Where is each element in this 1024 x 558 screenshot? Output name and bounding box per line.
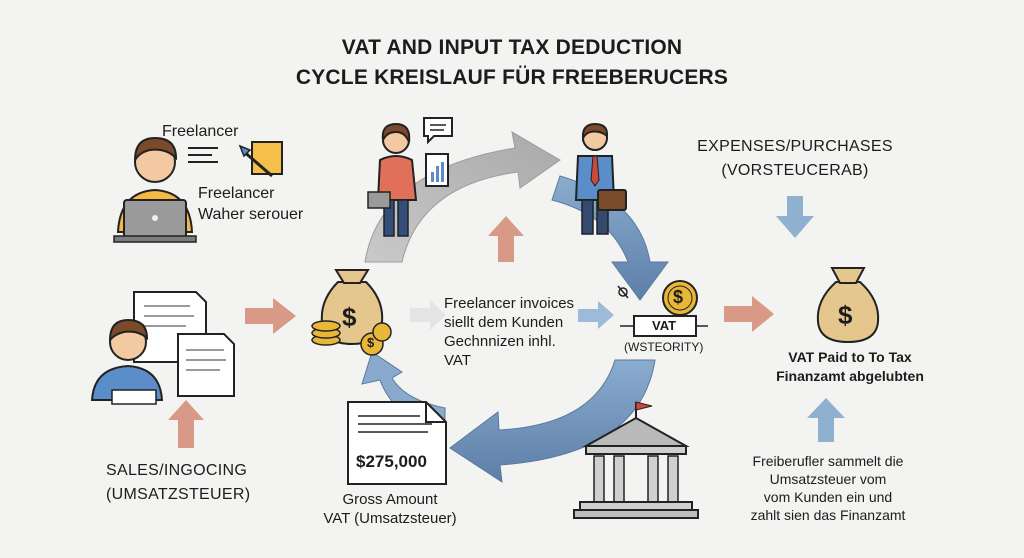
arrow-up-sales <box>168 400 204 448</box>
bag-dollar-sign: $ <box>342 302 357 332</box>
finanzamt-building-icon <box>573 401 699 519</box>
cycle-arrow-bottom <box>449 359 656 484</box>
invoice-caption-1: Gross Amount <box>342 491 438 508</box>
diagram-title-line2: CYCLE KREISLAUF FÜR FREEBERUCERS <box>295 66 729 89</box>
collect-note-line4: zahlt sien das Finanzamt <box>750 507 906 523</box>
tax-bag-dollar-sign: $ <box>838 300 853 330</box>
collect-note-line3: vom Kunden ein und <box>763 489 893 505</box>
arrow-up-center <box>488 216 524 262</box>
vat-box-label: VAT <box>652 318 677 333</box>
expenses-label-line2: (VORSTEUCERAB) <box>721 162 869 179</box>
arrow-up-taxbag <box>807 398 845 442</box>
freelancer-writing-figure <box>90 318 164 405</box>
coin-small-dollar-sign: $ <box>367 335 375 350</box>
vat-box-shape <box>620 315 708 337</box>
diagram-title-line1: VAT AND INPUT TAX DEDUCTION <box>341 36 683 59</box>
center-text-line4: VAT <box>444 352 471 369</box>
vat-coin-icon <box>662 280 698 316</box>
sales-label-line2: (UMSATZSTEUER) <box>106 486 251 503</box>
businessman-figure <box>574 122 627 235</box>
coin-dollar-sign: $ <box>673 287 684 307</box>
freelancer-laptop-figure <box>113 136 197 243</box>
center-text-line3: Gechnnizen inhl. <box>444 333 556 350</box>
tax-paid-label-line1: VAT Paid to To Tax <box>788 349 912 365</box>
design-tools-icon <box>238 141 283 178</box>
arrow-down-expenses <box>776 196 814 238</box>
freelancer-sub-label-1: Freelancer <box>198 185 275 202</box>
tax-paid-label-line2: Finanzamt abgelubten <box>776 368 924 384</box>
speech-bubble-icon <box>423 117 453 145</box>
small-gears-icon <box>617 285 629 299</box>
collect-note-line1: Freiberufler sammelt die <box>752 453 904 469</box>
invoice-caption-2: VAT (Umsatzsteuer) <box>323 510 457 527</box>
vat-box-sublabel: (WSTEORITY) <box>624 340 704 354</box>
text-lines-icon <box>188 147 218 163</box>
center-text-line1: Freelancer invoices <box>444 295 575 312</box>
freelancer-sub-label-2: Waher serouer <box>198 206 304 223</box>
woman-presenter-figure <box>367 122 449 237</box>
freelancer-label: Freelancer <box>162 123 239 140</box>
money-bag-left-icon <box>311 269 392 356</box>
money-bag-tax-icon <box>816 267 880 344</box>
expenses-label-line1: EXPENSES/PURCHASES <box>697 138 893 155</box>
invoice-document-shape <box>347 401 447 485</box>
collect-note-line2: Umsatzsteuer vom <box>769 471 887 487</box>
sales-label-line1: SALES/INGOCING <box>106 462 248 479</box>
arrow-to-vat <box>410 300 614 330</box>
arrow-sales-to-bag <box>245 298 296 334</box>
center-text-line2: siellt dem Kunden <box>444 314 564 331</box>
invoice-amount: $275,000 <box>356 452 427 471</box>
arrow-vat-to-taxbag <box>724 296 774 332</box>
